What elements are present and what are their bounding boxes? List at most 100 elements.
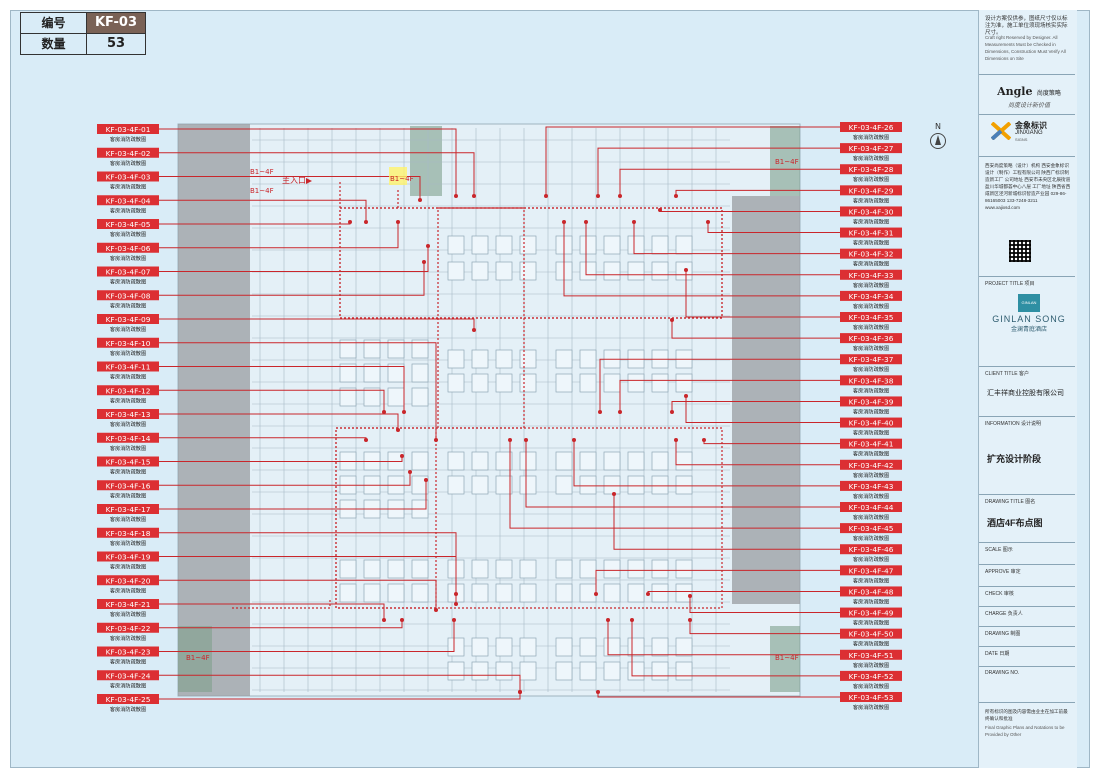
sign-tag-caption: 客房消防疏散图: [853, 471, 889, 479]
sign-tag-code: KF-03-4F-21: [106, 600, 151, 609]
sign-point: [612, 492, 616, 496]
sign-tag-caption: 客房消防疏散图: [853, 703, 889, 711]
room-fixture: [495, 559, 513, 579]
sign-tag-code: KF-03-4F-50: [849, 630, 894, 639]
leader-line: [545, 126, 840, 196]
entrance-arrow-icon: [306, 178, 312, 184]
sign-tag-caption: 客房消防疏散图: [853, 682, 889, 690]
leader-line: [563, 222, 840, 297]
room-fixture: [555, 451, 573, 471]
b1f-label-6: B1~4F: [775, 654, 799, 662]
room-fixture: [471, 637, 489, 657]
sign-point: [472, 328, 476, 332]
b1f-label-1: B1~4F: [250, 168, 274, 176]
room-fixture: [447, 235, 465, 255]
sign-tag-box: [97, 219, 159, 229]
room-fixture: [579, 261, 597, 281]
sign-tag-box: [840, 227, 902, 238]
qty-row: 数量 53: [21, 34, 145, 54]
sign-tag-caption: 客房消防疏散图: [853, 429, 889, 437]
sign-point: [562, 220, 566, 224]
sign-tag-code: KF-03-4F-24: [106, 671, 151, 680]
room-fixture: [627, 373, 645, 393]
sign-tag-box: [97, 314, 159, 324]
room-fixture: [387, 559, 405, 579]
sign-tag-caption: 客房消防疏散图: [110, 586, 146, 594]
sign-tag-caption: 客房消防疏散图: [853, 386, 889, 394]
sign-tag-code: KF-03-4F-40: [849, 419, 894, 428]
sign-point: [594, 592, 598, 596]
sign-tag-code: KF-03-4F-20: [106, 576, 151, 585]
sign-tag-code: KF-03-4F-47: [849, 566, 894, 575]
sign-tag-code: KF-03-4F-09: [106, 315, 151, 324]
sign-tag-box: [97, 622, 159, 633]
room-fixture: [411, 559, 429, 579]
room-fixture: [447, 475, 465, 495]
room-fixture: [603, 637, 621, 657]
sign-tag-box: [840, 480, 902, 491]
project-logo-mark: GINLAN: [1018, 294, 1040, 312]
sign-point: [518, 690, 522, 694]
room-fixture: [651, 559, 669, 579]
sign-tag-code: KF-03-4F-17: [106, 505, 151, 514]
qty-label: 数量: [21, 34, 87, 54]
divider: [979, 494, 1075, 495]
sign-tag-box: [97, 551, 159, 562]
room-fixture: [603, 235, 621, 255]
sign-tag-box: [97, 480, 159, 491]
company2-logo-cn: 金象标识: [1015, 121, 1047, 130]
sign-point: [606, 618, 610, 622]
sign-tag-box: [97, 432, 159, 443]
room-fixture: [363, 339, 381, 359]
approve-label: APPROVE 审定: [985, 569, 1021, 575]
room-fixture: [447, 261, 465, 281]
leader-line: [159, 674, 521, 692]
leader-line: [159, 246, 429, 272]
leader-line: [159, 318, 475, 330]
divider: [979, 416, 1075, 417]
leader-line: [159, 480, 427, 510]
room-fixture: [471, 583, 489, 603]
sign-tag-caption: 客房消防疏散图: [853, 619, 889, 627]
leader-line: [525, 440, 840, 508]
sign-tag-caption: 客房消防疏散图: [853, 281, 889, 289]
project-name-en: GINLAN SONG: [992, 314, 1066, 324]
divider: [979, 626, 1075, 627]
room-fixture: [495, 583, 513, 603]
sign-tag-code: KF-03-4F-23: [106, 648, 151, 657]
sign-tag-caption: 客房消防疏散图: [853, 492, 889, 500]
sign-point: [670, 318, 674, 322]
company-info: 西安尚度策略（设计）机构 西安金象标识设计（制作）工程有限公司 陕西广标识制造新…: [985, 163, 1071, 210]
sign-point: [670, 410, 674, 414]
sign-tag-caption: 客房消防疏散图: [853, 175, 889, 183]
qty-value: 53: [106, 36, 126, 51]
sign-tag-code: KF-03-4F-03: [106, 173, 151, 182]
sign-tag-code: KF-03-4F-25: [106, 695, 151, 704]
sign-tag-caption: 客房消防疏散图: [853, 576, 889, 584]
charge-label: CHARGE 负责人: [985, 611, 1023, 617]
project-logo: GINLAN GINLAN SONG 金澜青庭酒店: [987, 294, 1071, 333]
leader-line: [573, 440, 840, 487]
sign-tag-box: [97, 124, 159, 134]
sign-tag-box: [97, 171, 159, 182]
room-fixture: [555, 373, 573, 393]
sign-tag-caption: 客房消防疏散图: [110, 396, 146, 404]
sign-tag-code: KF-03-4F-27: [849, 144, 894, 153]
divider: [979, 276, 1075, 277]
sign-tag-box: [97, 147, 159, 158]
sign-tag-code: KF-03-4F-29: [849, 186, 894, 195]
sign-tag-box: [840, 670, 902, 681]
sign-point: [630, 618, 634, 622]
room-fixture: [579, 583, 597, 603]
divider: [979, 156, 1075, 157]
leader-line: [509, 440, 840, 529]
sign-point: [400, 618, 404, 622]
